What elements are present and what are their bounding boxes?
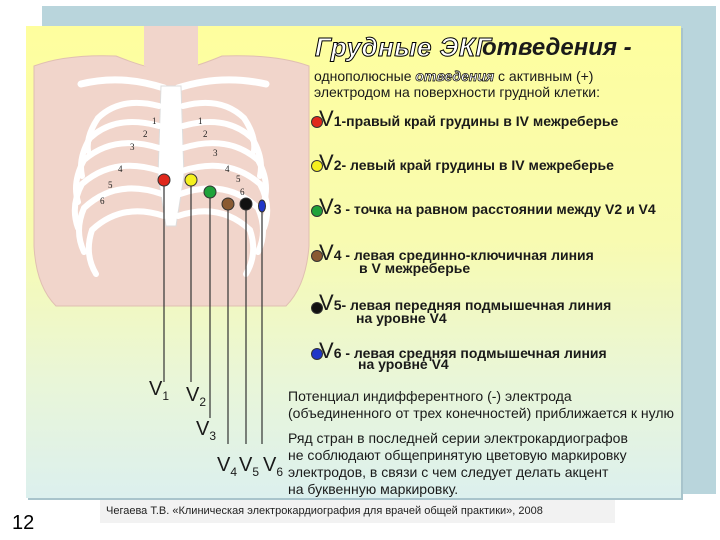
lead-color-dot bbox=[311, 348, 323, 360]
electrode-v5 bbox=[239, 197, 253, 211]
rib-number: 3 bbox=[213, 148, 218, 158]
page-number: 12 bbox=[12, 512, 35, 534]
electrode-v4 bbox=[221, 197, 235, 211]
label-v3: V3 bbox=[196, 418, 217, 443]
rib-number: 2 bbox=[143, 129, 148, 139]
label-v1: V1 bbox=[149, 378, 170, 403]
slide: 1 2 3 4 5 6 1 2 3 4 5 6 V1 bbox=[26, 26, 681, 498]
citation: Чегаева Т.В. «Клиническая электрокардиог… bbox=[100, 500, 615, 523]
rib-number: 5 bbox=[108, 180, 113, 190]
lead-color-dot bbox=[311, 116, 323, 128]
label-v2: V2 bbox=[186, 384, 207, 409]
note-color-marking: Ряд стран в последней серии электрокарди… bbox=[288, 430, 628, 497]
lead-color-dot bbox=[311, 250, 323, 262]
electrode-v1 bbox=[157, 173, 171, 187]
rib-number: 5 bbox=[236, 174, 241, 184]
label-v6: V6 bbox=[263, 454, 284, 479]
electrode-v6 bbox=[258, 199, 266, 213]
rib-number: 6 bbox=[100, 196, 105, 206]
lead-color-dot bbox=[311, 302, 323, 314]
subtitle-line1: однополюсные отведения с активным (+) bbox=[314, 68, 594, 85]
note-indifferent-electrode: Потенциал индифферентного (-) электрода … bbox=[288, 388, 675, 421]
subtitle-line2: электродом на поверхности грудной клетки… bbox=[314, 84, 601, 100]
rib-number: 2 bbox=[203, 129, 208, 139]
slide-title-rest: отведения - bbox=[482, 34, 632, 61]
chest-illustration: 1 2 3 4 5 6 1 2 3 4 5 6 bbox=[33, 26, 310, 444]
rib-number: 1 bbox=[198, 116, 203, 126]
rib-number: 4 bbox=[225, 164, 230, 174]
electrode-v2 bbox=[184, 173, 198, 187]
rib-number: 6 bbox=[240, 187, 245, 197]
slide-title-main: Грудные ЭКГ bbox=[315, 32, 492, 63]
rib-number: 4 bbox=[118, 164, 123, 174]
rib-number: 1 bbox=[152, 116, 157, 126]
label-v4: V4 bbox=[217, 454, 238, 479]
electrode-v3 bbox=[203, 185, 217, 199]
label-v5: V5 bbox=[239, 454, 260, 479]
rib-number: 3 bbox=[130, 142, 135, 152]
lead-color-dot bbox=[311, 160, 323, 172]
lead-color-dot bbox=[311, 205, 323, 217]
